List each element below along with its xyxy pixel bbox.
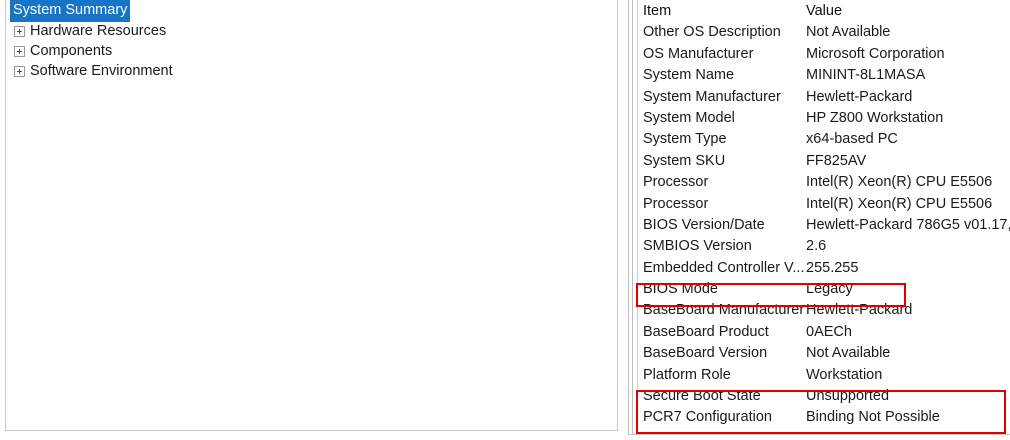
- details-row[interactable]: Processor Intel(R) Xeon(R) CPU E5506: [639, 193, 1010, 214]
- panel-divider-inner-2: [637, 0, 638, 434]
- details-value-cell: Not Available: [806, 345, 891, 362]
- details-row[interactable]: BaseBoard Product 0AECh: [639, 321, 1010, 342]
- details-row[interactable]: System SKU FF825AV: [639, 150, 1010, 171]
- tree-item-label: Software Environment: [30, 63, 173, 79]
- details-item-cell: System Manufacturer: [643, 88, 781, 105]
- details-item-cell: PCR7 Configuration: [643, 409, 772, 426]
- details-row[interactable]: System Type x64-based PC: [639, 128, 1010, 149]
- details-row[interactable]: SMBIOS Version 2.6: [639, 235, 1010, 256]
- details-item-cell: Embedded Controller V...: [643, 259, 805, 276]
- details-item-cell: BaseBoard Product: [643, 323, 769, 340]
- details-item-cell: System SKU: [643, 152, 726, 169]
- details-item-cell: System Model: [643, 109, 735, 126]
- details-row[interactable]: Processor Intel(R) Xeon(R) CPU E5506: [639, 171, 1010, 192]
- details-item-cell: SMBIOS Version: [643, 238, 752, 255]
- details-row[interactable]: OS Manufacturer Microsoft Corporation: [639, 43, 1010, 64]
- details-value-cell: x64-based PC: [806, 131, 898, 148]
- tree-item-hardware-resources[interactable]: Hardware Resources: [6, 21, 617, 41]
- expand-plus-icon[interactable]: [14, 25, 25, 37]
- expand-plus-icon[interactable]: [14, 45, 25, 57]
- details-row[interactable]: System Name MININT-8L1MASA: [639, 64, 1010, 85]
- details-item-cell: System Type: [643, 131, 727, 148]
- panel-divider-inner: [632, 0, 633, 434]
- details-item-cell: Processor: [643, 195, 709, 212]
- details-item-cell: BIOS Version/Date: [643, 216, 765, 233]
- details-value-cell: FF825AV: [806, 152, 867, 169]
- details-value-cell: HP Z800 Workstation: [806, 109, 944, 126]
- details-value-cell: Hewlett-Packard: [806, 302, 913, 319]
- tree-item-components[interactable]: Components: [6, 41, 617, 61]
- tree-item-software-environment[interactable]: Software Environment: [6, 61, 617, 81]
- tree-item-label: System Summary: [10, 0, 131, 22]
- details-row[interactable]: Secure Boot State Unsupported: [639, 385, 1010, 406]
- tree-item-label: Components: [30, 43, 113, 59]
- details-row[interactable]: Other OS Description Not Available: [639, 21, 1010, 42]
- details-value-cell: Binding Not Possible: [806, 409, 940, 426]
- details-row[interactable]: BaseBoard Version Not Available: [639, 342, 1010, 363]
- details-value-cell: Legacy: [806, 281, 853, 298]
- details-row[interactable]: System Model HP Z800 Workstation: [639, 107, 1010, 128]
- details-item-cell: BaseBoard Version: [643, 345, 768, 362]
- details-value-cell: Hewlett-Packard 786G5 v01.17, 8/: [806, 216, 1010, 233]
- details-row[interactable]: BIOS Version/Date Hewlett-Packard 786G5 v…: [639, 214, 1010, 235]
- details-item-cell: BaseBoard Manufacturer: [643, 302, 805, 319]
- details-value-cell: 0AECh: [806, 323, 852, 340]
- details-row[interactable]: BIOS Mode Legacy: [639, 278, 1010, 299]
- details-value-cell: 2.6: [806, 238, 827, 255]
- details-value-cell: MININT-8L1MASA: [806, 67, 926, 84]
- tree-children-group: Hardware Resources Components Software E…: [6, 21, 617, 81]
- tree-item-system-summary[interactable]: System Summary: [6, 0, 617, 22]
- details-value-cell: Hewlett-Packard: [806, 88, 913, 105]
- details-item-cell: BIOS Mode: [643, 281, 718, 298]
- details-value-cell: Microsoft Corporation: [806, 45, 945, 62]
- details-item-cell: OS Manufacturer: [643, 45, 754, 62]
- details-item-cell: Platform Role: [643, 366, 731, 383]
- details-header-row[interactable]: Item Value: [639, 0, 1010, 21]
- details-item-cell: Secure Boot State: [643, 388, 761, 405]
- details-value-cell: Not Available: [806, 24, 891, 41]
- details-item-cell: Other OS Description: [643, 24, 781, 41]
- system-information-tree-panel[interactable]: System Summary Hardware Resources Compon…: [5, 0, 618, 431]
- details-value-cell: Intel(R) Xeon(R) CPU E5506: [806, 174, 993, 191]
- details-row[interactable]: Embedded Controller V...255.255: [639, 257, 1010, 278]
- panel-bottom-border: [628, 434, 1010, 435]
- column-header-item: Item: [643, 3, 672, 19]
- details-item-cell: System Name: [643, 67, 735, 84]
- details-item-cell: Processor: [643, 174, 709, 191]
- details-value-cell: Unsupported: [806, 388, 890, 405]
- tree-item-label: Hardware Resources: [30, 23, 167, 39]
- details-row[interactable]: Platform Role Workstation: [639, 364, 1010, 385]
- expand-plus-icon[interactable]: [14, 65, 25, 77]
- details-row[interactable]: PCR7 Configuration Binding Not Possible: [639, 406, 1010, 427]
- panel-divider: [628, 0, 629, 434]
- details-value-cell: Workstation: [806, 366, 883, 383]
- column-header-value: Value: [806, 3, 843, 19]
- details-value-cell: Intel(R) Xeon(R) CPU E5506: [806, 195, 993, 212]
- details-value-cell: 255.255: [806, 259, 859, 276]
- details-row[interactable]: System Manufacturer Hewlett-Packard: [639, 86, 1010, 107]
